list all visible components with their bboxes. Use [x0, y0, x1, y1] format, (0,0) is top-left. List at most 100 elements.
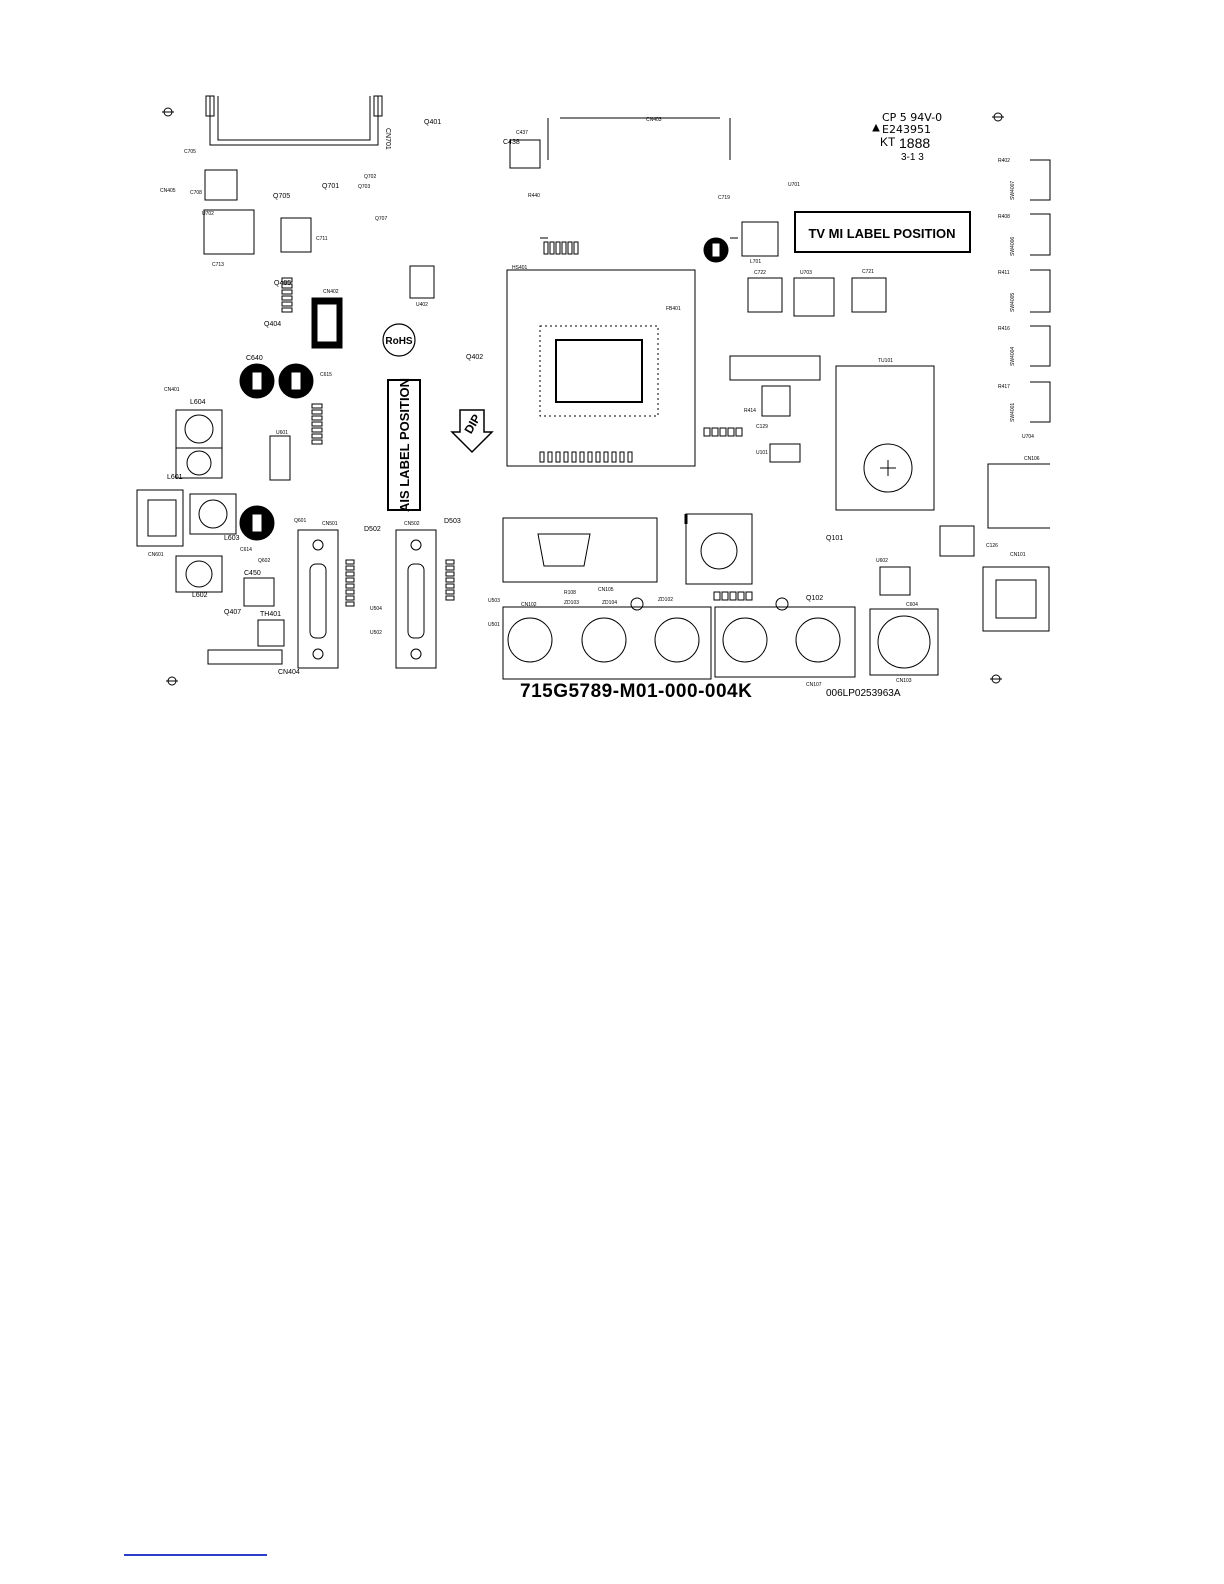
ul-file-text: E243951 [882, 123, 931, 136]
ref-c614: C614 [240, 547, 252, 553]
mounting-screw-bottom-right [990, 674, 1002, 684]
ref-c640: C640 [246, 355, 263, 362]
ref-u101: U101 [756, 450, 768, 456]
ref-fb401: FB401 [666, 306, 681, 312]
ref-c719: C719 [718, 195, 730, 201]
ref-d502: D502 [364, 526, 381, 533]
ref-th401: TH401 [260, 611, 281, 618]
ref-cn701: CN701 [384, 128, 391, 150]
mounting-screw-top-right [992, 112, 1004, 122]
connector-cn403-outline [540, 117, 738, 239]
ic-c711 [280, 217, 312, 253]
connector-cn402 [311, 297, 343, 349]
ref-cn105: CN105 [598, 587, 614, 593]
ref-sw4001: SW4001 [1010, 403, 1016, 422]
tv-label-box [794, 211, 971, 253]
passive-cluster-h [713, 591, 753, 601]
connector-cn601 [136, 489, 184, 547]
ref-q405: Q405 [274, 280, 291, 287]
inductor-l601 [175, 447, 223, 479]
dip-arrow-icon [450, 409, 494, 454]
footer-link-underline[interactable] [124, 1554, 267, 1556]
ic-th401 [257, 619, 285, 647]
ref-r402: R402 [998, 158, 1010, 164]
switch-sw4004 [1030, 325, 1051, 367]
ic-u402 [409, 265, 435, 299]
ref-cn404: CN404 [278, 669, 300, 676]
ref-u703: U703 [800, 270, 812, 276]
ref-cn401: CN401 [164, 387, 180, 393]
connector-cn105-vga [502, 517, 658, 583]
ref-q701: Q701 [322, 183, 339, 190]
ref-zd103: ZD103 [564, 600, 579, 606]
ref-c615: C615 [320, 372, 332, 378]
ref-u601: U601 [276, 430, 288, 436]
connector-cn502-hdmi [395, 529, 437, 669]
capacitor-c615 [278, 363, 314, 399]
ref-r411: R411 [998, 270, 1010, 276]
reference-designators: CN701 Q401 CN403 C437 C438 U701 R440 CN4… [148, 117, 1040, 688]
ref-c713: C713 [212, 262, 224, 268]
jack-cn103 [869, 608, 939, 676]
inductor-l602 [175, 555, 223, 593]
inductor-l604 [175, 409, 223, 449]
ref-u704: U704 [1022, 434, 1034, 440]
ref-r416: R416 [998, 326, 1010, 332]
ref-r414: R414 [744, 408, 756, 414]
switch-sw4007 [1030, 159, 1051, 201]
ref-q702: Q702 [364, 174, 376, 180]
ref-tu101: TU101 [878, 358, 893, 364]
mounting-screw-top-left [162, 107, 174, 117]
ref-q602: Q602 [258, 558, 270, 564]
ul-mark-text: CP 5 94V-0 [882, 111, 942, 124]
ic-u702 [203, 209, 255, 255]
ref-q101: Q101 [826, 535, 843, 542]
ref-zd104: ZD104 [602, 600, 617, 606]
ic-c708 [204, 169, 238, 201]
ref-r417: R417 [998, 384, 1010, 390]
ic-c450 [243, 577, 275, 607]
ic-u101 [769, 443, 801, 463]
ref-sw4007: SW4007 [1010, 181, 1016, 200]
ref-cn501: CN501 [322, 521, 338, 527]
ref-cn403: CN403 [646, 117, 662, 123]
ref-q401: Q401 [424, 119, 441, 126]
ref-u502: U502 [370, 630, 382, 636]
ref-c126: C126 [986, 543, 998, 549]
passive-cluster-f [543, 241, 579, 255]
ref-l602: L602 [192, 592, 208, 599]
ref-c437: C437 [516, 130, 528, 136]
rohs-mark-icon [382, 323, 416, 357]
ref-u504: U504 [370, 606, 382, 612]
capacitor-c614 [239, 505, 275, 541]
ic-u602 [879, 566, 911, 596]
ref-l604: L604 [190, 399, 206, 406]
switch-sw4001 [1030, 381, 1051, 423]
ref-q705: Q705 [273, 193, 290, 200]
connector-cn701-outline [205, 95, 383, 146]
ref-sw4005: SW4005 [1010, 293, 1016, 312]
ic-c438 [509, 139, 541, 169]
switch-sw4006 [1030, 213, 1051, 256]
switch-sw4005 [1030, 269, 1051, 313]
date-code: 1888 [899, 135, 930, 151]
passive-cluster-g [539, 451, 633, 463]
ic-c721 [851, 277, 887, 313]
ais-label-text: AIS LABEL POSITION [397, 378, 412, 512]
ref-l603: L603 [224, 535, 240, 542]
ref-sw4006: SW4006 [1010, 237, 1016, 256]
ref-sw4004: SW4004 [1010, 347, 1016, 366]
ref-c722: C722 [754, 270, 766, 276]
ref-l601: L601 [167, 474, 183, 481]
ref-r440: R440 [528, 193, 540, 199]
ref-r408: R408 [998, 214, 1010, 220]
inductor-l603 [189, 493, 237, 535]
ic-row-ram [729, 355, 821, 381]
ref-r108: R108 [564, 590, 576, 596]
ref-c711: C711 [316, 236, 328, 242]
sub-number: 006LP0253963A [826, 688, 901, 699]
ref-u503: U503 [488, 598, 500, 604]
ic-u703 [793, 277, 835, 317]
ic-u601 [269, 435, 291, 481]
ref-hs401: HS401 [512, 265, 528, 271]
